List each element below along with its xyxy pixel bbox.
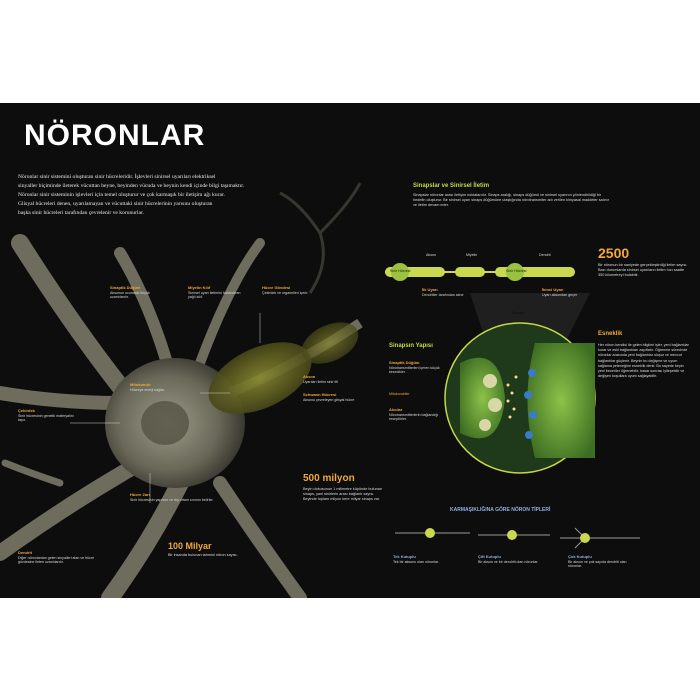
stat-500-milyon: 500 milyon bbox=[303, 473, 355, 484]
label-text: Bir akson ve çok sayıda dendriti olan nö… bbox=[568, 559, 627, 569]
label-title: Akson bbox=[303, 374, 316, 379]
label-text: Hücreye enerji sağlar. bbox=[130, 387, 165, 392]
type-bipolar: Çift Kutuplu Bir akson ve bir dendriti o… bbox=[478, 554, 548, 564]
label-text: Aksonun ucundaki küçük uzantılardır. bbox=[110, 290, 150, 300]
synapse-structure-heading: Sinapsın Yapısı bbox=[389, 343, 433, 349]
intro-line: sinyaller biçiminde ileterek vücuttan be… bbox=[18, 183, 245, 189]
label-text: Sinirsel uyarı iletimini hızlandıran yağ… bbox=[188, 290, 241, 300]
label-title: İlk Uyarı bbox=[422, 287, 438, 292]
label-schwann: Schwann Hücresi Aksonu çevreleyen glisya… bbox=[303, 392, 363, 402]
dendrites bbox=[0, 234, 307, 598]
label-title: Sinaptik Düğüm bbox=[389, 360, 420, 365]
label-title: Hücre Gövdesi bbox=[262, 285, 291, 290]
neuron-types-heading: KARMAŞIKLIĞINA GÖRE NÖRON TİPLERİ bbox=[450, 507, 551, 513]
synapse-akson-label: Akson bbox=[426, 253, 436, 257]
neuron-1-label: Sinir Hücresi bbox=[390, 269, 411, 273]
label-text: Uyarıları iletim sinir lifi bbox=[303, 379, 338, 384]
label-text: Sinir hücresinin yapısını ve dış ortam s… bbox=[130, 497, 214, 502]
flexibility-text: Her nöron kendisi ile gelen bilgileri iş… bbox=[598, 343, 689, 379]
type-multipolar: Çok Kutuplu Bir akson ve çok sayıda dend… bbox=[568, 554, 638, 569]
synapse-miyelin-label: Miyelin bbox=[466, 253, 478, 257]
synapse-text: Sinapslar nöronlar arası iletişim noktal… bbox=[413, 193, 610, 207]
stat-100-milyar: 100 Milyar bbox=[168, 541, 212, 551]
label-text: Dendritler tarafından alınır bbox=[422, 292, 464, 297]
stat-500-text: Beyin dokusunun 1 milimetre küpünde bulu… bbox=[303, 487, 382, 501]
label-hucre-govdesi: Hücre Gövdesi Çekirdek ve organelleri iç… bbox=[262, 285, 317, 295]
label-text: Aksonu çevreleyen glisyal hücre bbox=[303, 397, 355, 402]
label-title: Hücre Zarı bbox=[130, 492, 150, 497]
label-title: İkinci Uyarı bbox=[542, 287, 564, 292]
synapse-dendrit-label: Dendrit bbox=[539, 253, 551, 257]
label-text: Uyarı aksondan geçer bbox=[542, 292, 578, 297]
neuron-types-diagram bbox=[395, 527, 640, 549]
type-unipolar: Tek Kutuplu Tek bir aksonu olan nöronlar… bbox=[393, 554, 463, 564]
label-title: Mitokondri bbox=[130, 382, 151, 387]
label-akson: Akson Uyarıları iletim sinir lifi bbox=[303, 374, 363, 384]
label-title: Çekirdek bbox=[18, 408, 35, 413]
label-mitokondri: Mitokondri Hücreye enerji sağlar. bbox=[130, 382, 200, 392]
first-impulse-label: İlk Uyarı Dendritler tarafından alınır bbox=[422, 287, 472, 297]
label-text: Diğer nöronlardan gelen sinyalleri alan … bbox=[18, 555, 95, 565]
neuron-illustration bbox=[0, 182, 640, 598]
label-title: Çok Kutuplu bbox=[568, 554, 592, 559]
mitochondria-label: Mitokondriler bbox=[389, 392, 410, 396]
synapse-heading: Sinapslar ve Sinirsel İletim bbox=[413, 183, 490, 189]
label-text: Sinir hücresinin genetik materyalini taş… bbox=[18, 413, 74, 423]
page-title: NÖRONLAR bbox=[24, 119, 206, 152]
receptors-label: Alıcılar Nörotransmitterlerin bağlandığı… bbox=[389, 407, 444, 422]
stat-2500-text: Bir nöronun bir saniyede gerçekleştirdiğ… bbox=[598, 263, 688, 277]
label-text: Çekirdek ve organelleri içerir. bbox=[262, 290, 309, 295]
stat-2500: 2500 bbox=[598, 245, 630, 261]
flexibility-heading: Esneklik bbox=[598, 331, 623, 337]
synapse-diagram bbox=[385, 263, 596, 474]
label-sinaptik: Sinaptik Düğüm Aksonun ucundaki küçük uz… bbox=[110, 285, 165, 300]
stat-100-text: Bir insanda bulunan tahmini nöron sayısı… bbox=[168, 553, 238, 557]
intro-line: Glisyal hücreleri denen, uyarılamayan ve… bbox=[18, 201, 213, 207]
label-title: Alıcılar bbox=[389, 407, 403, 412]
label-title: Miyelin Kılıf bbox=[188, 285, 211, 290]
synapse-label: Sinaps bbox=[512, 311, 524, 315]
label-text: Nörotransmitterlerin bağlandığı reseptör… bbox=[389, 412, 439, 422]
label-dendrit: Dendrit Diğer nöronlardan gelen sinyalle… bbox=[18, 550, 98, 565]
label-text: Bir akson ve bir dendriti olan nöronlar. bbox=[478, 559, 539, 564]
label-title: Tek Kutuplu bbox=[393, 554, 416, 559]
label-title: Schwann Hücresi bbox=[303, 392, 337, 397]
label-hucre-zari: Hücre Zarı Sinir hücresinin yapısını ve … bbox=[130, 492, 220, 502]
nucleus bbox=[141, 401, 189, 445]
intro-line: başka sinir hücreleri tarafından çevrele… bbox=[18, 210, 144, 216]
intro-line: Nöronlar sinir sistemini oluşturan sinir… bbox=[18, 174, 216, 180]
neuron-2-label: Sinir Hücresi bbox=[506, 269, 527, 273]
second-impulse-label: İkinci Uyarı Uyarı aksondan geçer bbox=[542, 287, 592, 297]
intro-text: Nöronlar sinir sistemini oluşturan sinir… bbox=[18, 173, 338, 218]
label-title: Çift Kutuplu bbox=[478, 554, 501, 559]
label-text: Tek bir aksonu olan nöronlar. bbox=[393, 559, 439, 564]
label-cekirdek: Çekirdek Sinir hücresinin genetik matery… bbox=[18, 408, 78, 423]
label-title: Sinaptik Düğüm bbox=[110, 285, 141, 290]
synaptic-node-label: Sinaptik Düğüm Nörotransmitterleri içere… bbox=[389, 360, 449, 375]
label-text: Nörotransmitterleri içeren küçük kesecik… bbox=[389, 365, 440, 375]
label-title: Dendrit bbox=[18, 550, 32, 555]
axon bbox=[208, 318, 363, 414]
label-myelin: Miyelin Kılıf Sinirsel uyarı iletimini h… bbox=[188, 285, 243, 300]
poster: NÖRONLAR Nöronlar sinir sistemini oluştu… bbox=[0, 103, 700, 598]
intro-line: Nöronlar sinir sisteminin işlevleri için… bbox=[18, 192, 225, 198]
